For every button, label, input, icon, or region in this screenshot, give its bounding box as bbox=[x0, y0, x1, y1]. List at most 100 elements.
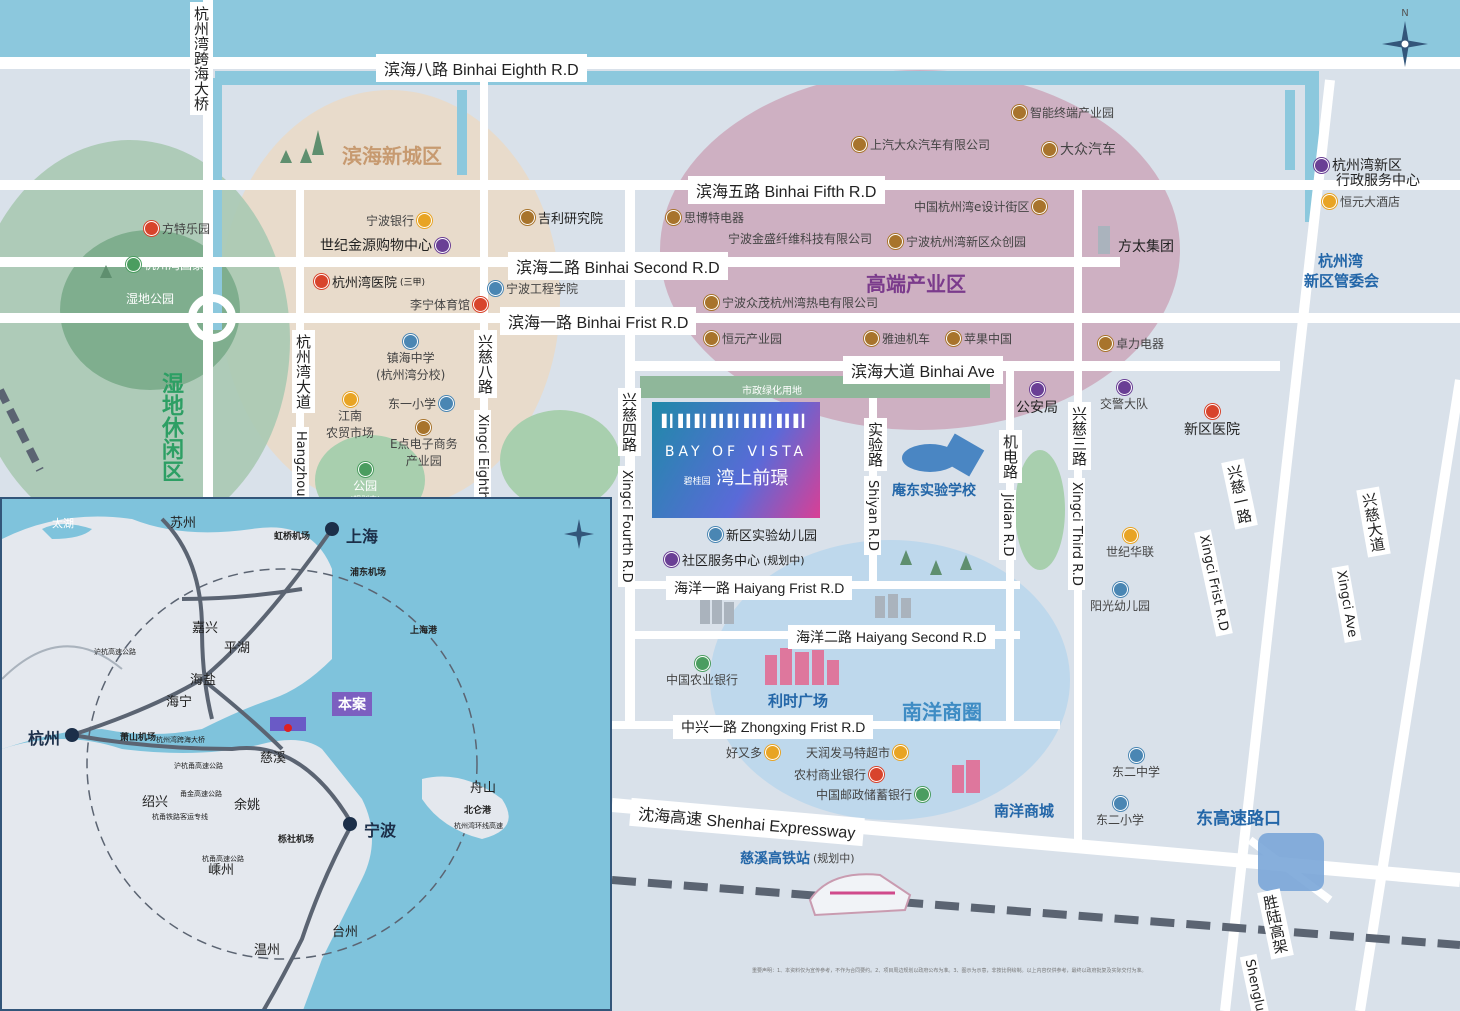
poi-jinsheng-fiber[interactable]: 宁波金盛纤维科技有限公司 bbox=[728, 232, 873, 246]
supermarket-icon bbox=[1122, 528, 1138, 543]
poi-nbut[interactable]: 宁波工程学院 bbox=[488, 280, 578, 297]
poi-lining-stadium[interactable]: 李宁体育馆 bbox=[410, 296, 489, 313]
poi-cixi-hsr-station[interactable]: 慈溪高铁站(规划中) bbox=[740, 851, 855, 867]
poi-vw[interactable]: 大众汽车 bbox=[1042, 139, 1116, 159]
poi-tianrunfa[interactable]: 天润发马特超市 bbox=[806, 744, 909, 761]
poi-zhenhai-school[interactable]: 镇海中学(杭州湾分校) bbox=[376, 334, 445, 383]
poi-smart-terminal-park[interactable]: 智能终端产业园 bbox=[1012, 104, 1114, 121]
school-icon bbox=[488, 281, 503, 296]
railway bbox=[611, 876, 1460, 949]
poi-startup-park[interactable]: 宁波杭州湾新区众创园 bbox=[888, 233, 1026, 250]
inset-project-marker[interactable]: 本案 bbox=[332, 692, 372, 716]
poi-hzw-hospital[interactable]: 杭州湾医院(三甲) bbox=[314, 272, 425, 291]
road-label-hangzhouwan-en: Hangzhou bbox=[292, 427, 309, 501]
inset-hw-bridge: 杭州湾跨海大桥 bbox=[156, 736, 205, 744]
zone-nanyang-area bbox=[710, 540, 1070, 820]
sea bbox=[0, 0, 1460, 66]
road-label-jidian-cn: 机电路 bbox=[999, 430, 1022, 483]
poi-century-mall[interactable]: 世纪金源购物中心 bbox=[320, 235, 450, 255]
inset-city-wenzhou: 温州 bbox=[254, 943, 281, 958]
bank-icon bbox=[915, 787, 931, 802]
nanyang-mall-buildings bbox=[952, 760, 980, 793]
factory-icon bbox=[1042, 141, 1057, 157]
poi-donger-middle[interactable]: 东二中学 bbox=[1112, 748, 1160, 780]
poi-e-design-block[interactable]: 中国杭州湾e设计街区 bbox=[914, 198, 1048, 215]
road-label-xingci4-en: Xingci Fourth R.D bbox=[618, 466, 635, 587]
inset-hw-yongjin: 甬金高速公路 bbox=[180, 790, 222, 798]
inset-hw-huhangyong: 沪杭甬高速公路 bbox=[174, 762, 223, 770]
compass-rose-icon bbox=[1382, 21, 1428, 67]
bank-icon bbox=[417, 213, 433, 228]
inset-city-haining: 海宁 bbox=[166, 695, 193, 710]
poi-fotile[interactable]: 方太集团 bbox=[1118, 239, 1174, 255]
green-strip-label: 市政绿化用地 bbox=[742, 386, 802, 397]
factory-icon bbox=[666, 210, 681, 225]
inset-city-ningbo: 宁波 bbox=[364, 821, 397, 840]
poi-hengyuan-park[interactable]: 恒元产业园 bbox=[704, 330, 782, 347]
poi-traffic-police[interactable]: 交警大队 bbox=[1100, 380, 1148, 412]
poi-kindergarten[interactable]: 新区实验幼儿园 bbox=[708, 525, 817, 544]
poi-zhuoli[interactable]: 卓力电器 bbox=[1098, 335, 1164, 352]
poi-abc-bank[interactable]: 中国农业银行 bbox=[666, 656, 738, 688]
factory-icon bbox=[416, 420, 432, 435]
hospital-icon bbox=[314, 274, 329, 289]
government-icon bbox=[664, 552, 679, 567]
disclaimer: 重要声明：1、本资料仅为宣传参考，不作为合同要约。2、项目周边规划以政府公布为准… bbox=[752, 968, 1147, 974]
poi-fantawild[interactable]: 方特乐园 bbox=[144, 220, 210, 237]
road-label-binhai-5: 滨海五路 Binhai Fifth R.D bbox=[688, 176, 885, 204]
poi-donger-primary[interactable]: 东二小学 bbox=[1096, 796, 1144, 828]
interchange bbox=[188, 294, 236, 342]
poi-postal-bank[interactable]: 中国邮政储蓄银行 bbox=[816, 786, 931, 803]
road-label-xingci4-cn: 兴慈四路 bbox=[618, 388, 641, 456]
hospital-icon bbox=[1204, 404, 1220, 419]
school-icon bbox=[403, 334, 419, 349]
poi-wetland-park[interactable]: 杭州湾国家 bbox=[126, 256, 204, 273]
poi-zhongmao-power[interactable]: 宁波众茂杭州湾热电有限公司 bbox=[704, 294, 878, 311]
project-logo-bars: ▌▎▌▍▌▎▌▍▌▎▌▍▌▎▌▍▌▎ bbox=[661, 414, 811, 428]
andong-school-illustration bbox=[902, 433, 985, 477]
poi-jiangnan-market[interactable]: 江南农贸市场 bbox=[326, 392, 374, 441]
park-circle-3 bbox=[1015, 450, 1065, 570]
poi-andong-school[interactable]: 庵东实验学校 bbox=[892, 483, 976, 499]
poi-east-highway-exit[interactable]: 东高速路口 bbox=[1196, 809, 1281, 829]
poi-apple[interactable]: 苹果中国 bbox=[946, 330, 1012, 347]
road-label-xingci8-en: Xingci Eighth bbox=[474, 410, 491, 504]
poi-sunshine-kindergarten[interactable]: 阳光幼儿园 bbox=[1090, 582, 1150, 614]
school-icon bbox=[1128, 748, 1144, 763]
poi-geely-institute[interactable]: 吉利研究院 bbox=[520, 208, 603, 227]
poi-haoyouduo[interactable]: 好又多 bbox=[726, 744, 781, 761]
poi-lishi-plaza[interactable]: 利时广场 bbox=[768, 692, 829, 710]
poi-saic-vw[interactable]: 上汽大众汽车有限公司 bbox=[852, 136, 990, 153]
poi-yadea[interactable]: 雅迪机车 bbox=[864, 330, 930, 347]
river-branch bbox=[457, 90, 1295, 175]
poi-century-mart[interactable]: 世纪华联 bbox=[1106, 528, 1154, 560]
inset-hw-hangyong: 杭甬高速公路 bbox=[202, 855, 244, 863]
poi-police[interactable]: 公安局 bbox=[1016, 382, 1058, 417]
poi-dongyi-primary[interactable]: 东一小学 bbox=[388, 395, 455, 412]
factory-icon bbox=[946, 331, 961, 346]
poi-nanyang-mall[interactable]: 南洋商城 bbox=[994, 802, 1055, 820]
bank-icon bbox=[694, 656, 710, 671]
school-icon bbox=[1112, 582, 1128, 597]
factory-icon bbox=[888, 234, 903, 249]
poi-e-commerce-park[interactable]: E点电子商务产业园 bbox=[390, 420, 458, 469]
inset-airport-xiaoshan: 萧山机场 bbox=[120, 733, 157, 743]
poi-sibote[interactable]: 思博特电器 bbox=[666, 209, 744, 226]
poi-admin-center[interactable]: 杭州湾新区 bbox=[1314, 155, 1402, 175]
poi-rural-bank[interactable]: 农村商业银行 bbox=[794, 766, 885, 783]
inset-airport-lishe: 栎社机场 bbox=[278, 835, 315, 845]
inset-rail-hangyong: 杭甬铁路客运专线 bbox=[152, 813, 208, 821]
project-bay-of-vista[interactable]: ▌▎▌▍▌▎▌▍▌▎▌▍▌▎▌▍▌▎ BAY OF VISTA 碧桂园 湾上前璟 bbox=[652, 402, 820, 518]
poi-hengyuan-hotel[interactable]: 恒元大酒店 bbox=[1322, 193, 1400, 210]
inset-city-shaoxing: 绍兴 bbox=[142, 795, 169, 810]
poi-management-committee-line2: 新区管委会 bbox=[1304, 272, 1380, 290]
park-circle-1 bbox=[500, 410, 620, 510]
factory-icon bbox=[1012, 105, 1027, 120]
poi-new-district-hospital[interactable]: 新区医院 bbox=[1184, 404, 1240, 439]
road-label-binhai-ave: 滨海大道 Binhai Ave bbox=[843, 356, 1003, 384]
poi-management-committee[interactable]: 杭州湾 bbox=[1318, 252, 1364, 270]
poi-ningbo-bank[interactable]: 宁波银行 bbox=[366, 212, 433, 229]
poi-community-center[interactable]: 社区服务中心(规划中) bbox=[664, 550, 805, 569]
project-name-cn: 湾上前璟 bbox=[716, 468, 789, 489]
school-icon bbox=[439, 396, 455, 411]
